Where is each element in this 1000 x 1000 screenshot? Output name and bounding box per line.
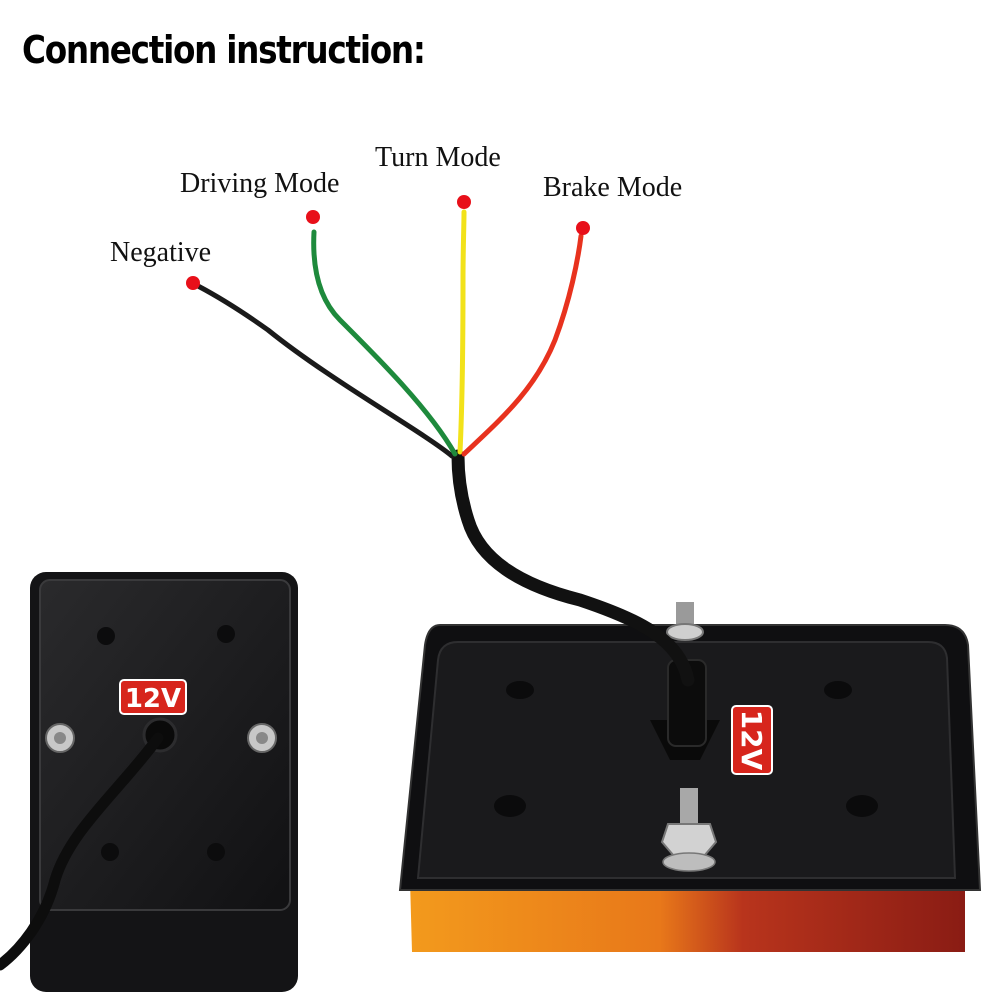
right-lamp-stud-bottom bbox=[660, 788, 718, 872]
wire-brake bbox=[461, 233, 584, 457]
label-turn-mode: Turn Mode bbox=[375, 142, 501, 173]
marker-turn-mode bbox=[457, 195, 471, 209]
wire-driving bbox=[311, 229, 458, 457]
label-negative: Negative bbox=[110, 237, 212, 268]
left-lamp-cable bbox=[0, 732, 164, 971]
wire-turn bbox=[457, 209, 467, 455]
svg-text:12V: 12V bbox=[125, 684, 181, 714]
page-title: Connection instruction: bbox=[22, 28, 426, 72]
left-lamp-12v-badge: 12V bbox=[119, 679, 187, 715]
marker-negative bbox=[186, 276, 200, 290]
right-lamp-stud-top bbox=[666, 602, 704, 641]
marker-driving-mode bbox=[306, 210, 320, 224]
right-lamp-12v-badge: 12V bbox=[731, 705, 773, 775]
marker-brake-mode bbox=[576, 221, 590, 235]
right-lamp: 12V bbox=[398, 602, 982, 952]
left-lamp-stud-right bbox=[247, 723, 277, 753]
wire-negative bbox=[195, 283, 455, 459]
main-cable bbox=[451, 449, 695, 687]
label-driving-mode: Driving Mode bbox=[180, 168, 340, 199]
left-lamp: 12V bbox=[0, 572, 298, 992]
label-brake-mode: Brake Mode bbox=[543, 172, 683, 203]
svg-text:12V: 12V bbox=[735, 710, 768, 771]
left-lamp-stud-left bbox=[45, 723, 75, 753]
